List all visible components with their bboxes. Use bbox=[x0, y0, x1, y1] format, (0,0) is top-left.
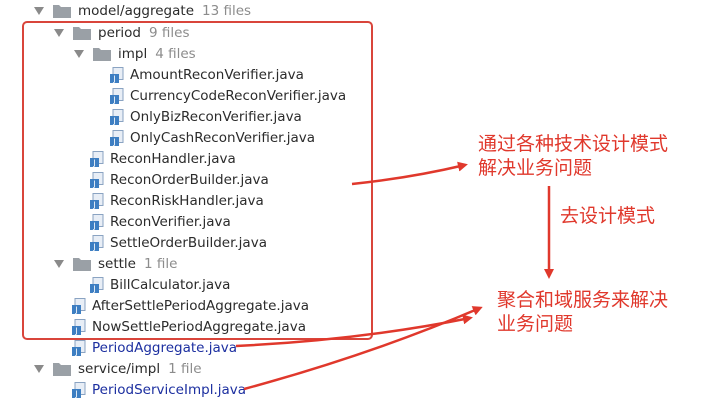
file-label: OnlyBizReconVerifier.java bbox=[130, 108, 302, 125]
file-count: 13 files bbox=[202, 2, 252, 19]
file-settle-order-builder[interactable]: J SettleOrderBuilder.java bbox=[90, 232, 267, 253]
file-currency-code-recon-verifier[interactable]: J CurrencyCodeReconVerifier.java bbox=[110, 85, 346, 106]
annotation-line: 解决业务问题 bbox=[478, 157, 593, 179]
svg-text:J: J bbox=[92, 200, 95, 209]
file-count: 4 files bbox=[155, 45, 196, 62]
expand-triangle-icon[interactable] bbox=[54, 259, 64, 268]
svg-text:J: J bbox=[112, 95, 115, 104]
file-label: ReconOrderBuilder.java bbox=[110, 171, 269, 188]
svg-text:J: J bbox=[74, 389, 77, 398]
file-label: ReconVerifier.java bbox=[110, 213, 231, 230]
svg-text:J: J bbox=[92, 221, 95, 230]
svg-text:J: J bbox=[112, 74, 115, 83]
expand-triangle-icon[interactable] bbox=[34, 364, 44, 373]
annotation-line: 聚合和域服务来解决 bbox=[497, 289, 669, 311]
java-file-icon: J bbox=[72, 297, 86, 314]
file-bill-calculator[interactable]: J BillCalculator.java bbox=[90, 274, 230, 295]
java-file-icon: J bbox=[110, 108, 124, 125]
java-file-icon: J bbox=[90, 192, 104, 209]
file-recon-verifier[interactable]: J ReconVerifier.java bbox=[90, 211, 231, 232]
file-period-service-impl[interactable]: J PeriodServiceImpl.java bbox=[72, 379, 246, 400]
java-file-icon: J bbox=[110, 87, 124, 104]
svg-text:J: J bbox=[74, 305, 77, 314]
annotation-line: 通过各种技术设计模式 bbox=[478, 133, 669, 155]
java-file-icon: J bbox=[90, 150, 104, 167]
folder-label: settle bbox=[98, 255, 136, 272]
tree-node-settle[interactable]: settle 1 file bbox=[54, 253, 177, 274]
annotation-tech-patterns: 通过各种技术设计模式 解决业务问题 bbox=[478, 132, 668, 180]
file-label: PeriodAggregate.java bbox=[92, 339, 238, 356]
folder-label: service/impl bbox=[78, 360, 161, 377]
file-label: CurrencyCodeReconVerifier.java bbox=[130, 87, 347, 104]
tree-node-model-aggregate[interactable]: model/aggregate 13 files bbox=[34, 0, 251, 21]
svg-text:J: J bbox=[112, 116, 115, 125]
file-recon-handler[interactable]: J ReconHandler.java bbox=[90, 148, 236, 169]
tree-node-period[interactable]: period 9 files bbox=[54, 22, 190, 43]
arrow-from-period-aggregate bbox=[235, 314, 473, 348]
java-file-icon: J bbox=[90, 234, 104, 251]
file-after-settle-period-aggregate[interactable]: J AfterSettlePeriodAggregate.java bbox=[72, 295, 309, 316]
java-file-icon: J bbox=[72, 318, 86, 335]
file-label: SettleOrderBuilder.java bbox=[110, 234, 267, 251]
file-only-biz-recon-verifier[interactable]: J OnlyBizReconVerifier.java bbox=[110, 106, 302, 127]
file-label: ReconRiskHandler.java bbox=[110, 192, 264, 209]
file-count: 9 files bbox=[149, 24, 190, 41]
folder-icon bbox=[73, 257, 91, 271]
expand-triangle-icon[interactable] bbox=[54, 28, 64, 37]
expand-triangle-icon[interactable] bbox=[34, 6, 44, 15]
arrow-to-tech-patterns bbox=[351, 161, 468, 186]
file-label: OnlyCashReconVerifier.java bbox=[130, 129, 316, 146]
svg-text:J: J bbox=[112, 137, 115, 146]
annotation-de-patterns: 去设计模式 bbox=[560, 204, 655, 228]
file-label: NowSettlePeriodAggregate.java bbox=[92, 318, 306, 335]
file-label: ReconHandler.java bbox=[110, 150, 236, 167]
file-period-aggregate[interactable]: J PeriodAggregate.java bbox=[72, 337, 237, 358]
folder-icon bbox=[73, 26, 91, 40]
file-label: AmountReconVerifier.java bbox=[130, 66, 304, 83]
folder-icon bbox=[93, 47, 111, 61]
file-now-settle-period-aggregate[interactable]: J NowSettlePeriodAggregate.java bbox=[72, 316, 306, 337]
java-file-icon: J bbox=[72, 381, 86, 398]
file-only-cash-recon-verifier[interactable]: J OnlyCashReconVerifier.java bbox=[110, 127, 315, 148]
folder-label: impl bbox=[118, 45, 148, 62]
file-label: PeriodServiceImpl.java bbox=[92, 381, 247, 398]
file-recon-order-builder[interactable]: J ReconOrderBuilder.java bbox=[90, 169, 269, 190]
folder-label: period bbox=[98, 24, 142, 41]
arrow-from-period-service-impl bbox=[243, 306, 483, 391]
svg-text:J: J bbox=[74, 326, 77, 335]
svg-text:J: J bbox=[92, 158, 95, 167]
java-file-icon: J bbox=[90, 276, 104, 293]
svg-text:J: J bbox=[74, 347, 77, 356]
folder-icon bbox=[53, 4, 71, 18]
java-file-icon: J bbox=[90, 171, 104, 188]
file-count: 1 file bbox=[143, 255, 178, 272]
file-amount-recon-verifier[interactable]: J AmountReconVerifier.java bbox=[110, 64, 304, 85]
file-count: 1 file bbox=[168, 360, 202, 377]
svg-text:J: J bbox=[92, 242, 95, 251]
tree-node-impl[interactable]: impl 4 files bbox=[74, 43, 196, 64]
folder-label: model/aggregate bbox=[78, 2, 194, 19]
file-label: BillCalculator.java bbox=[110, 276, 231, 293]
java-file-icon: J bbox=[110, 66, 124, 83]
expand-triangle-icon[interactable] bbox=[74, 49, 84, 58]
annotation-aggregate-domain: 聚合和域服务来解决 业务问题 bbox=[497, 288, 668, 336]
folder-icon bbox=[53, 362, 71, 376]
annotation-line: 去设计模式 bbox=[560, 205, 656, 227]
java-file-icon: J bbox=[72, 339, 86, 356]
java-file-icon: J bbox=[110, 129, 124, 146]
file-recon-risk-handler[interactable]: J ReconRiskHandler.java bbox=[90, 190, 264, 211]
file-label: AfterSettlePeriodAggregate.java bbox=[92, 297, 309, 314]
tree-node-service-impl[interactable]: service/impl 1 file bbox=[34, 358, 202, 379]
annotation-line: 业务问题 bbox=[497, 313, 574, 335]
svg-text:J: J bbox=[92, 284, 95, 293]
svg-text:J: J bbox=[92, 179, 95, 188]
java-file-icon: J bbox=[90, 213, 104, 230]
